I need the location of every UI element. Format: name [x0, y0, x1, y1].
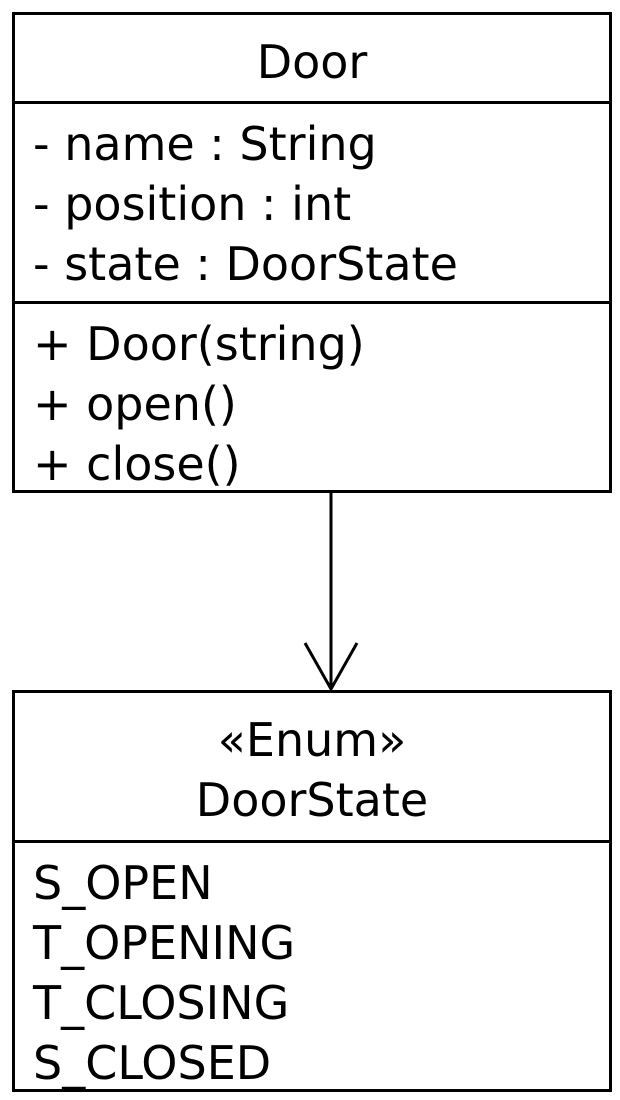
enum-class-header: «Enum» DoorState	[15, 693, 609, 843]
door-class-name: Door	[256, 35, 368, 89]
door-attributes-compartment: - name : String - position : int - state…	[15, 104, 609, 304]
enum-stereotype: «Enum»	[217, 713, 407, 767]
enum-literals-compartment: S_OPEN T_OPENING T_CLOSING S_CLOSED	[15, 843, 609, 1093]
enum-class-name: DoorState	[195, 773, 429, 827]
attribute-name: - name : String	[33, 117, 377, 171]
enum-literal-s-open: S_OPEN	[33, 856, 213, 910]
operation-close: + close()	[33, 437, 241, 491]
attribute-position: - position : int	[33, 177, 352, 231]
enum-literal-s-closed: S_CLOSED	[33, 1036, 272, 1090]
operation-open: + open()	[33, 377, 237, 431]
door-operations-compartment: + Door(string) + open() + close()	[15, 304, 609, 494]
enum-class-box: «Enum» DoorState S_OPEN T_OPENING T_CLOS…	[12, 690, 612, 1092]
enum-literal-t-opening: T_OPENING	[33, 916, 296, 970]
attribute-state: - state : DoorState	[33, 237, 458, 291]
enum-literal-t-closing: T_CLOSING	[33, 976, 290, 1030]
open-arrowhead-icon	[303, 642, 359, 693]
door-class-header: Door	[15, 15, 609, 104]
door-class-box: Door - name : String - position : int - …	[12, 12, 612, 493]
operation-constructor: + Door(string)	[33, 317, 365, 371]
